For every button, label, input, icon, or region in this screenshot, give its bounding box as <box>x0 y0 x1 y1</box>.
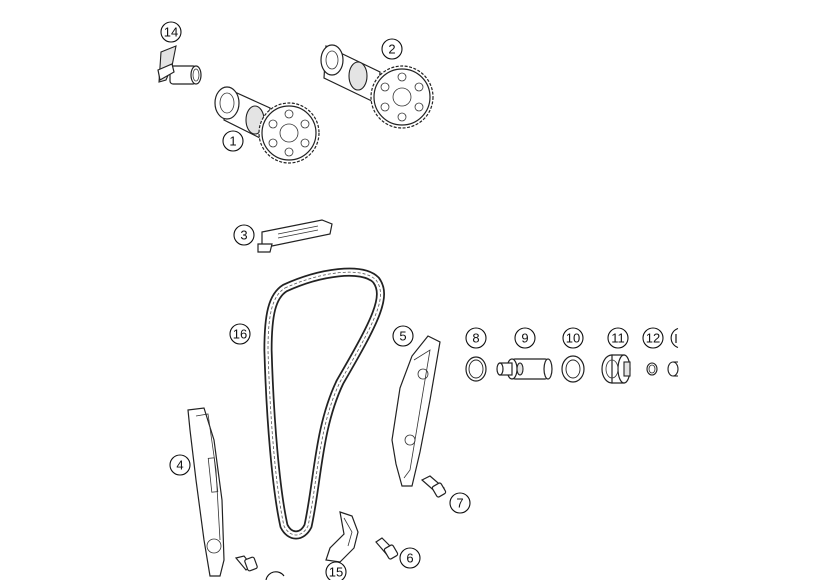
svg-text:12: 12 <box>646 331 660 346</box>
part-3-chain-guide-top[interactable] <box>257 219 333 253</box>
callout-4: 4 <box>169 454 191 476</box>
svg-text:4: 4 <box>176 458 183 473</box>
callout-6: 6 <box>399 547 421 569</box>
callout-5: 5 <box>392 325 414 347</box>
svg-text:5: 5 <box>399 329 406 344</box>
callout-3: 3 <box>233 224 255 246</box>
part-2-camshaft-right[interactable] <box>320 44 434 129</box>
camshaft-right-gear <box>370 65 434 129</box>
callout-10: 10 <box>562 327 584 349</box>
part-14-lever[interactable] <box>157 45 202 85</box>
callout-14: 14 <box>160 21 182 43</box>
camshaft-left-gear <box>258 102 320 164</box>
part-7-bolt[interactable] <box>420 475 447 498</box>
svg-text:9: 9 <box>521 331 528 346</box>
part-1-camshaft-left[interactable] <box>214 86 320 164</box>
callout-partial-bottom <box>265 571 285 580</box>
svg-text:10: 10 <box>566 331 580 346</box>
svg-text:3: 3 <box>240 228 247 243</box>
svg-text:11: 11 <box>611 331 625 346</box>
part-11-screw-plug[interactable] <box>601 354 631 384</box>
callout-12: 12 <box>642 327 664 349</box>
callout-2: 2 <box>381 38 403 60</box>
part-9-plunger[interactable] <box>496 358 553 380</box>
svg-text:6: 6 <box>406 551 413 566</box>
callout-8: 8 <box>465 327 487 349</box>
callout-1: 1 <box>222 130 244 152</box>
part-15-bottom-guide[interactable] <box>325 511 359 563</box>
part-12-small-ring[interactable] <box>646 362 658 376</box>
callout-15: 15 <box>325 561 347 580</box>
bottom-bolt[interactable] <box>234 555 258 572</box>
svg-text:1: 1 <box>229 134 236 149</box>
part-4-guide-rail[interactable] <box>187 407 225 577</box>
part-13-partial[interactable] <box>667 361 679 377</box>
svg-text:15: 15 <box>329 565 343 580</box>
callout-7: 7 <box>449 492 471 514</box>
callout-16: 16 <box>229 323 251 345</box>
part-16-timing-chain[interactable] <box>263 267 385 540</box>
callout-13-partial <box>670 327 679 349</box>
svg-text:7: 7 <box>456 496 463 511</box>
svg-text:14: 14 <box>164 25 178 40</box>
callout-9: 9 <box>514 327 536 349</box>
callout-11: 11 <box>607 327 629 349</box>
svg-text:16: 16 <box>233 327 247 342</box>
part-5-tensioner-rail[interactable] <box>391 335 441 487</box>
part-6-bolt[interactable] <box>375 537 399 560</box>
part-10-sealing-ring[interactable] <box>561 355 585 383</box>
svg-text:2: 2 <box>388 42 395 57</box>
svg-text:8: 8 <box>472 331 479 346</box>
part-8-o-ring[interactable] <box>465 356 487 382</box>
